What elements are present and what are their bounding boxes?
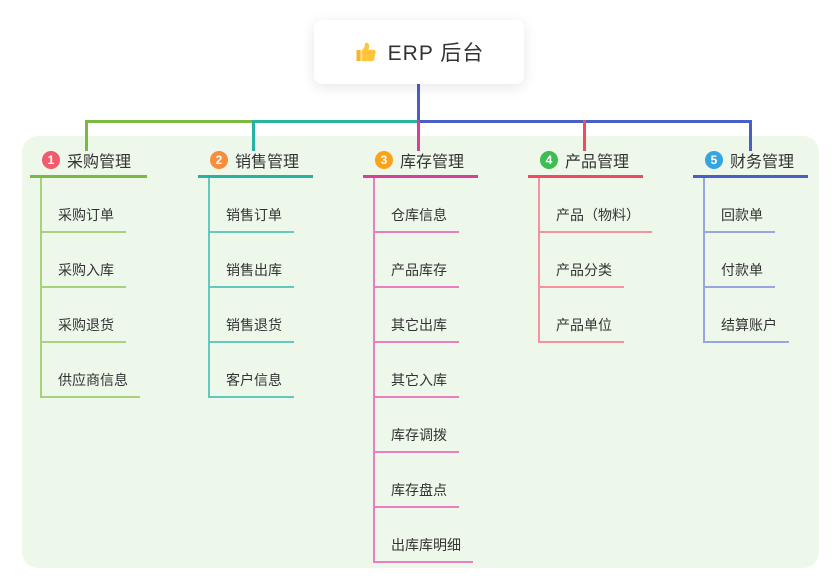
child-node-label: 库存调拨 [391, 427, 447, 443]
drop-line-branch-2 [252, 120, 255, 151]
branch-inventory: 3 库存管理 仓库信息 产品库存 其它出库 其它入库 库存调拨 库存盘点 出库库… [363, 150, 478, 563]
child-node-label: 销售出库 [226, 262, 282, 278]
child-node[interactable]: 库存盘点 [375, 453, 459, 508]
root-node-label: ERP 后台 [387, 42, 485, 65]
bus-segment-teal [253, 120, 419, 123]
child-node-label: 产品（物料） [556, 207, 640, 223]
child-node-label: 采购订单 [58, 207, 114, 223]
branch-label: 库存管理 [400, 153, 465, 171]
child-node-label: 销售退货 [226, 317, 282, 333]
child-node-label: 供应商信息 [58, 372, 128, 388]
branch-purchase: 1 采购管理 采购订单 采购入库 采购退货 供应商信息 [30, 150, 147, 398]
child-node[interactable]: 销售订单 [210, 178, 294, 233]
thumbs-up-icon [356, 42, 376, 62]
child-node[interactable]: 销售退货 [210, 288, 294, 343]
child-node[interactable]: 采购入库 [42, 233, 126, 288]
child-node-label: 产品库存 [391, 262, 447, 278]
branch-label: 产品管理 [565, 153, 630, 171]
branches-panel [22, 136, 819, 568]
root-connector-line [417, 84, 420, 121]
child-node-label: 仓库信息 [391, 207, 447, 223]
child-node-label: 结算账户 [721, 317, 777, 333]
branch-label: 采购管理 [67, 153, 132, 171]
branch-number-badge: 5 [705, 150, 723, 169]
child-node[interactable]: 产品分类 [540, 233, 624, 288]
child-node[interactable]: 结算账户 [705, 288, 789, 343]
drop-line-branch-3 [417, 120, 420, 151]
child-node-label: 付款单 [721, 262, 763, 278]
bus-segment-green [85, 120, 253, 123]
branch-children: 产品（物料） 产品分类 产品单位 [538, 178, 652, 343]
branch-number-badge: 3 [375, 150, 393, 169]
branch-label: 财务管理 [730, 153, 795, 171]
branch-number-badge: 1 [42, 150, 60, 169]
branch-number-badge: 4 [540, 150, 558, 169]
root-node[interactable]: ERP 后台 [314, 20, 524, 84]
branch-header-product[interactable]: 4 产品管理 [528, 150, 643, 178]
branch-product: 4 产品管理 产品（物料） 产品分类 产品单位 [528, 150, 652, 343]
child-node-label: 产品单位 [556, 317, 612, 333]
child-node[interactable]: 出库库明细 [375, 508, 473, 563]
child-node[interactable]: 产品库存 [375, 233, 459, 288]
branch-header-purchase[interactable]: 1 采购管理 [30, 150, 147, 178]
child-node-label: 其它入库 [391, 372, 447, 388]
child-node-label: 库存盘点 [391, 482, 447, 498]
child-node-label: 回款单 [721, 207, 763, 223]
child-node[interactable]: 其它出库 [375, 288, 459, 343]
child-node[interactable]: 付款单 [705, 233, 775, 288]
child-node-label: 出库库明细 [391, 537, 461, 553]
branch-header-finance[interactable]: 5 财务管理 [693, 150, 808, 178]
branch-sales: 2 销售管理 销售订单 销售出库 销售退货 客户信息 [198, 150, 313, 398]
branch-children: 采购订单 采购入库 采购退货 供应商信息 [40, 178, 147, 398]
branch-header-inventory[interactable]: 3 库存管理 [363, 150, 478, 178]
branch-label: 销售管理 [235, 153, 300, 171]
child-node[interactable]: 其它入库 [375, 343, 459, 398]
child-node[interactable]: 供应商信息 [42, 343, 140, 398]
child-node[interactable]: 产品（物料） [540, 178, 652, 233]
branch-children: 销售订单 销售出库 销售退货 客户信息 [208, 178, 313, 398]
child-node-label: 采购入库 [58, 262, 114, 278]
drop-line-branch-1 [85, 120, 88, 151]
branch-children: 仓库信息 产品库存 其它出库 其它入库 库存调拨 库存盘点 出库库明细 [373, 178, 478, 563]
branch-header-sales[interactable]: 2 销售管理 [198, 150, 313, 178]
child-node-label: 客户信息 [226, 372, 282, 388]
branch-children: 回款单 付款单 结算账户 [703, 178, 808, 343]
child-node[interactable]: 客户信息 [210, 343, 294, 398]
drop-line-branch-4 [583, 120, 586, 151]
child-node-label: 销售订单 [226, 207, 282, 223]
child-node[interactable]: 采购订单 [42, 178, 126, 233]
branch-number-badge: 2 [210, 150, 228, 169]
child-node[interactable]: 销售出库 [210, 233, 294, 288]
child-node-label: 其它出库 [391, 317, 447, 333]
child-node-label: 采购退货 [58, 317, 114, 333]
child-node[interactable]: 仓库信息 [375, 178, 459, 233]
child-node[interactable]: 采购退货 [42, 288, 126, 343]
child-node[interactable]: 回款单 [705, 178, 775, 233]
child-node[interactable]: 产品单位 [540, 288, 624, 343]
child-node-label: 产品分类 [556, 262, 612, 278]
child-node[interactable]: 库存调拨 [375, 398, 459, 453]
branch-finance: 5 财务管理 回款单 付款单 结算账户 [693, 150, 808, 343]
drop-line-branch-5 [749, 120, 752, 151]
